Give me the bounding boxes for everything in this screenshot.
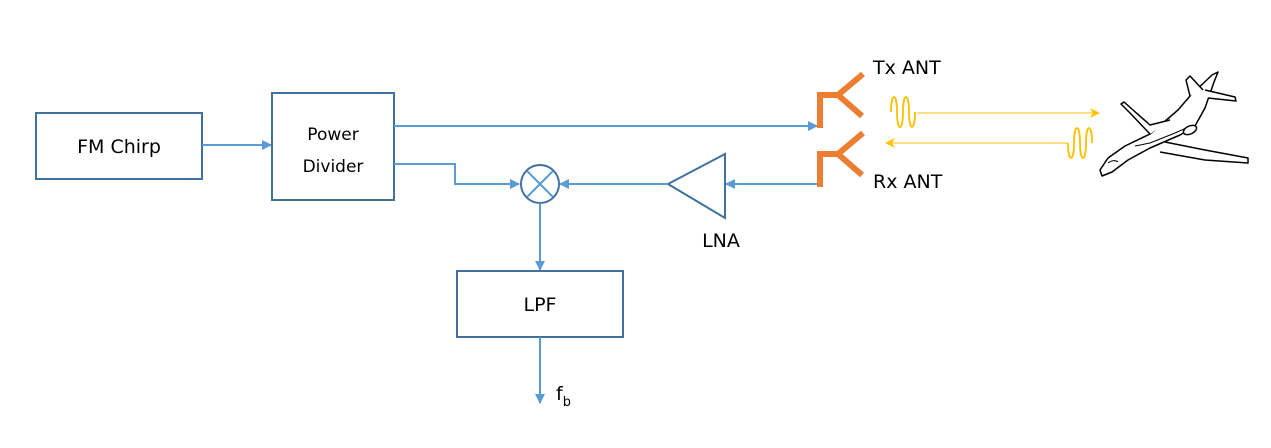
transmit-wave <box>890 96 1100 128</box>
power-divider-label-line1: Power <box>307 125 358 145</box>
rx-antenna-icon <box>817 130 865 187</box>
reflected-wave <box>885 127 1093 159</box>
power-divider-label-line2: Divider <box>303 157 364 177</box>
mixer-x-circle-icon <box>520 164 560 204</box>
beat-frequency-subscript: b <box>563 395 571 410</box>
fm-chirp-label: FM Chirp <box>77 136 161 158</box>
beat-frequency-label: fb <box>556 383 571 410</box>
triangle-amplifier-icon <box>665 152 726 220</box>
beat-frequency-symbol: f <box>556 383 564 405</box>
lna-label: LNA <box>702 230 740 252</box>
airplane-icon <box>1099 71 1249 177</box>
power-divider-block: Power Divider <box>271 92 395 201</box>
fm-chirp-block: FM Chirp <box>35 112 203 180</box>
divider-to-mixer-arrow <box>394 163 520 189</box>
rx-antenna-label: Rx ANT <box>873 171 943 193</box>
tx-antenna-icon <box>817 71 865 128</box>
lpf-block: LPF <box>456 270 624 338</box>
lpf-label: LPF <box>524 294 557 316</box>
tx-antenna-label: Tx ANT <box>872 57 941 79</box>
